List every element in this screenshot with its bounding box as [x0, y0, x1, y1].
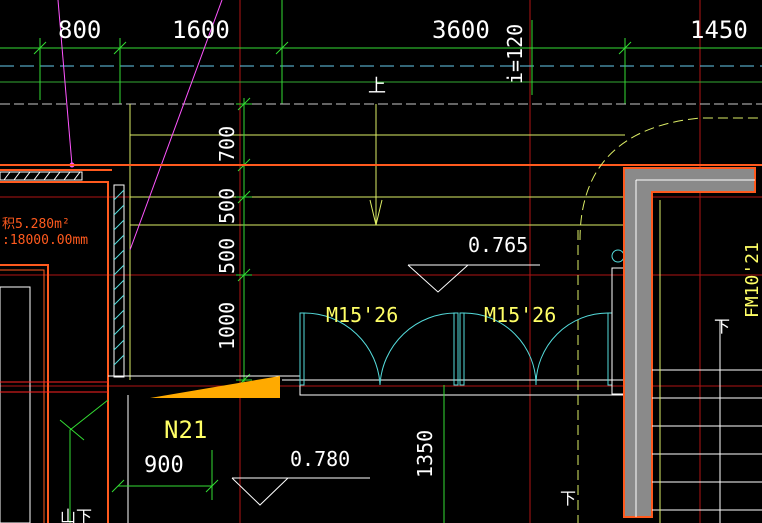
left-wall-hatch — [113, 189, 125, 366]
right-gray-wall — [623, 167, 756, 518]
dimension-1450: 1450 — [690, 16, 748, 44]
door-label-right: FM10'21 — [742, 242, 762, 318]
dimension-500-b: 500 — [215, 238, 239, 274]
dimension-800: 800 — [58, 16, 101, 44]
door-2 — [459, 312, 613, 386]
arc-dashed — [579, 117, 762, 241]
left-hatched-wall — [113, 184, 125, 378]
hatched-beam — [0, 171, 83, 181]
elevation-0765: 0.765 — [468, 233, 528, 257]
right-stairs — [652, 320, 762, 523]
down-mark-bottom: 下 — [560, 489, 576, 508]
orange-wedge — [150, 376, 280, 398]
top-dimension-line — [0, 0, 762, 104]
dimension-900: 900 — [144, 453, 184, 478]
room-code: N21 — [164, 416, 207, 444]
length-label: :18000.00mm — [2, 233, 88, 248]
elevation-marker-1 — [407, 264, 540, 293]
door-1 — [299, 312, 459, 386]
area-label: 积5.280m² — [2, 217, 70, 232]
column-marker — [611, 249, 625, 263]
elevation-marker-2 — [231, 477, 370, 506]
dimension-1600: 1600 — [172, 16, 230, 44]
door-label-2: M15'26 — [484, 303, 556, 327]
orange-walls — [0, 164, 762, 523]
elevation-0780: 0.780 — [290, 447, 350, 471]
right-wall-inner — [635, 179, 755, 517]
lower-green-lines — [59, 385, 445, 523]
up-mark: 上 — [368, 76, 386, 97]
step-lines — [129, 104, 625, 380]
beam-hatch — [3, 171, 81, 181]
dimension-700: 700 — [215, 126, 239, 162]
dimension-1350: 1350 — [413, 430, 437, 478]
bottom-left-label: 山下 — [60, 507, 92, 523]
dimension-500-a: 500 — [215, 188, 239, 224]
left-room-outline — [0, 286, 31, 523]
dimension-3600: 3600 — [432, 16, 490, 44]
down-mark-right: 下 — [714, 317, 730, 336]
door-label-1: M15'26 — [326, 303, 398, 327]
dimension-1000: 1000 — [215, 302, 239, 350]
slope-label: i=120 — [503, 24, 527, 84]
